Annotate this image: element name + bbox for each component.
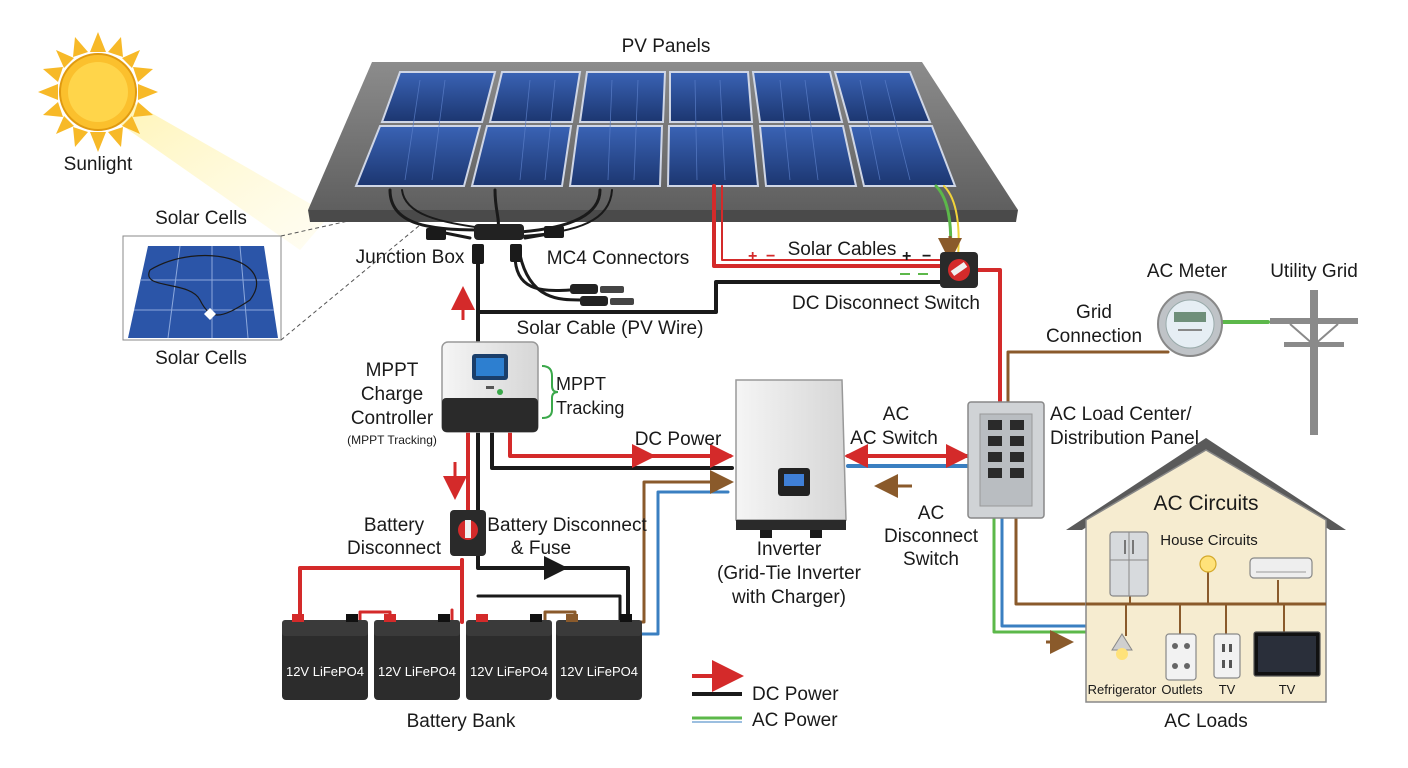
battery-fuse-label-1: Battery Disconnect (487, 515, 647, 536)
inverter-label-3: with Charger) (731, 587, 846, 608)
battery-disconnect-label-2: Disconnect (347, 538, 442, 559)
grid-connection-label-1: Grid (1076, 302, 1112, 323)
meter-icon (1157, 291, 1223, 357)
mppt-label-2: Charge (361, 384, 423, 405)
utility-grid-label: Utility Grid (1270, 261, 1358, 282)
battery[interactable]: 12V LiFePO4 (556, 614, 642, 700)
load-label: TV (1219, 682, 1236, 697)
sun-icon (38, 32, 158, 152)
outlet-icon (1213, 633, 1241, 679)
polarity-right-minus: − (922, 248, 931, 265)
legend-ac-power: AC Power (752, 710, 838, 731)
lamp-icon (1111, 633, 1133, 660)
mppt-label-3: Controller (351, 408, 434, 429)
battery-label: 12V LiFePO4 (286, 664, 364, 679)
solar-cells-label-top: Solar Cells (155, 208, 247, 229)
outlet-icon (1165, 633, 1197, 681)
sunlight-beam (100, 95, 330, 250)
ac-load-center-label-1: AC Load Center/ (1050, 404, 1192, 425)
utility-pole-icon (1270, 290, 1358, 435)
ac-load-center-label-2: Distribution Panel (1050, 428, 1199, 449)
load-label: Refrigerator (1088, 682, 1157, 697)
ac-load-center[interactable] (967, 401, 1045, 519)
ac-disconnect-label-3: Switch (903, 549, 959, 570)
inverter-label-1: Inverter (757, 539, 822, 560)
solar-cable-pv-wire-label: Solar Cable (PV Wire) (517, 318, 704, 339)
battery[interactable]: 12V LiFePO4 (374, 614, 460, 700)
ac-circuits-label: AC Circuits (1153, 492, 1258, 515)
mppt-tracking-label-2: Tracking (556, 398, 624, 418)
load-label: TV (1279, 682, 1296, 697)
solar-cells-inset (122, 204, 421, 341)
dc-disconnect-switch[interactable] (940, 252, 978, 288)
battery-bank-label: Battery Bank (407, 711, 516, 732)
ac-label: AC (883, 404, 909, 425)
pv-panel-array[interactable] (354, 71, 957, 187)
legend: DC Power AC Power (692, 660, 839, 731)
polarity-left-minus: − (766, 248, 775, 265)
mc4-connectors[interactable] (570, 284, 634, 306)
battery-label: 12V LiFePO4 (470, 664, 548, 679)
mppt-tracking-label-1: MPPT (556, 374, 606, 394)
lamp-icon (1199, 555, 1217, 573)
solar-cables-label: Solar Cables (788, 239, 897, 260)
pv-panels-label: PV Panels (622, 36, 711, 57)
battery-label: 12V LiFePO4 (378, 664, 456, 679)
inverter[interactable] (735, 379, 847, 538)
dc-power-label: DC Power (635, 429, 722, 450)
ac-switch-label: AC Switch (850, 428, 938, 449)
mc4-connectors-label: MC4 Connectors (547, 248, 690, 269)
ac-meter-label: AC Meter (1147, 261, 1228, 282)
flow-arrows (443, 236, 1074, 654)
dc-disconnect-switch-label: DC Disconnect Switch (792, 293, 980, 314)
solar-cells-label-bottom: Solar Cells (155, 348, 247, 369)
refrigerator-icon (1109, 531, 1149, 597)
battery-disconnect-label-1: Battery (364, 515, 425, 536)
battery-disconnect-switch[interactable] (450, 510, 486, 556)
battery-fuse-label-2: & Fuse (511, 538, 571, 559)
junction-box[interactable] (426, 224, 564, 264)
junction-box-label: Junction Box (356, 247, 465, 268)
legend-dc-power: DC Power (752, 684, 839, 705)
grid-connection-label-2: Connection (1046, 326, 1142, 347)
load-label: Outlets (1161, 682, 1203, 697)
tv-icon (1253, 631, 1321, 677)
mppt-tracking-bracket (541, 365, 559, 419)
mppt-label-4: (MPPT Tracking) (347, 433, 437, 447)
battery-bank: 12V LiFePO4 12V LiFePO4 12V LiFePO4 12V … (282, 614, 642, 700)
mppt-label-1: MPPT (366, 360, 419, 381)
ac-disconnect-label-1: AC (918, 503, 944, 524)
sunlight-label: Sunlight (64, 154, 133, 175)
ac-loads-label: AC Loads (1164, 711, 1247, 732)
house-circuits-label: House Circuits (1160, 532, 1258, 549)
air-conditioner-icon (1249, 557, 1313, 579)
mppt-charge-controller[interactable] (441, 341, 539, 433)
ac-disconnect-label-2: Disconnect (884, 526, 979, 547)
polarity-right-plus: + (902, 248, 911, 265)
polarity-left-plus: + (748, 248, 757, 265)
battery-label: 12V LiFePO4 (560, 664, 638, 679)
battery[interactable]: 12V LiFePO4 (282, 614, 368, 700)
battery[interactable]: 12V LiFePO4 (466, 614, 552, 700)
inverter-label-2: (Grid-Tie Inverter (717, 563, 862, 584)
